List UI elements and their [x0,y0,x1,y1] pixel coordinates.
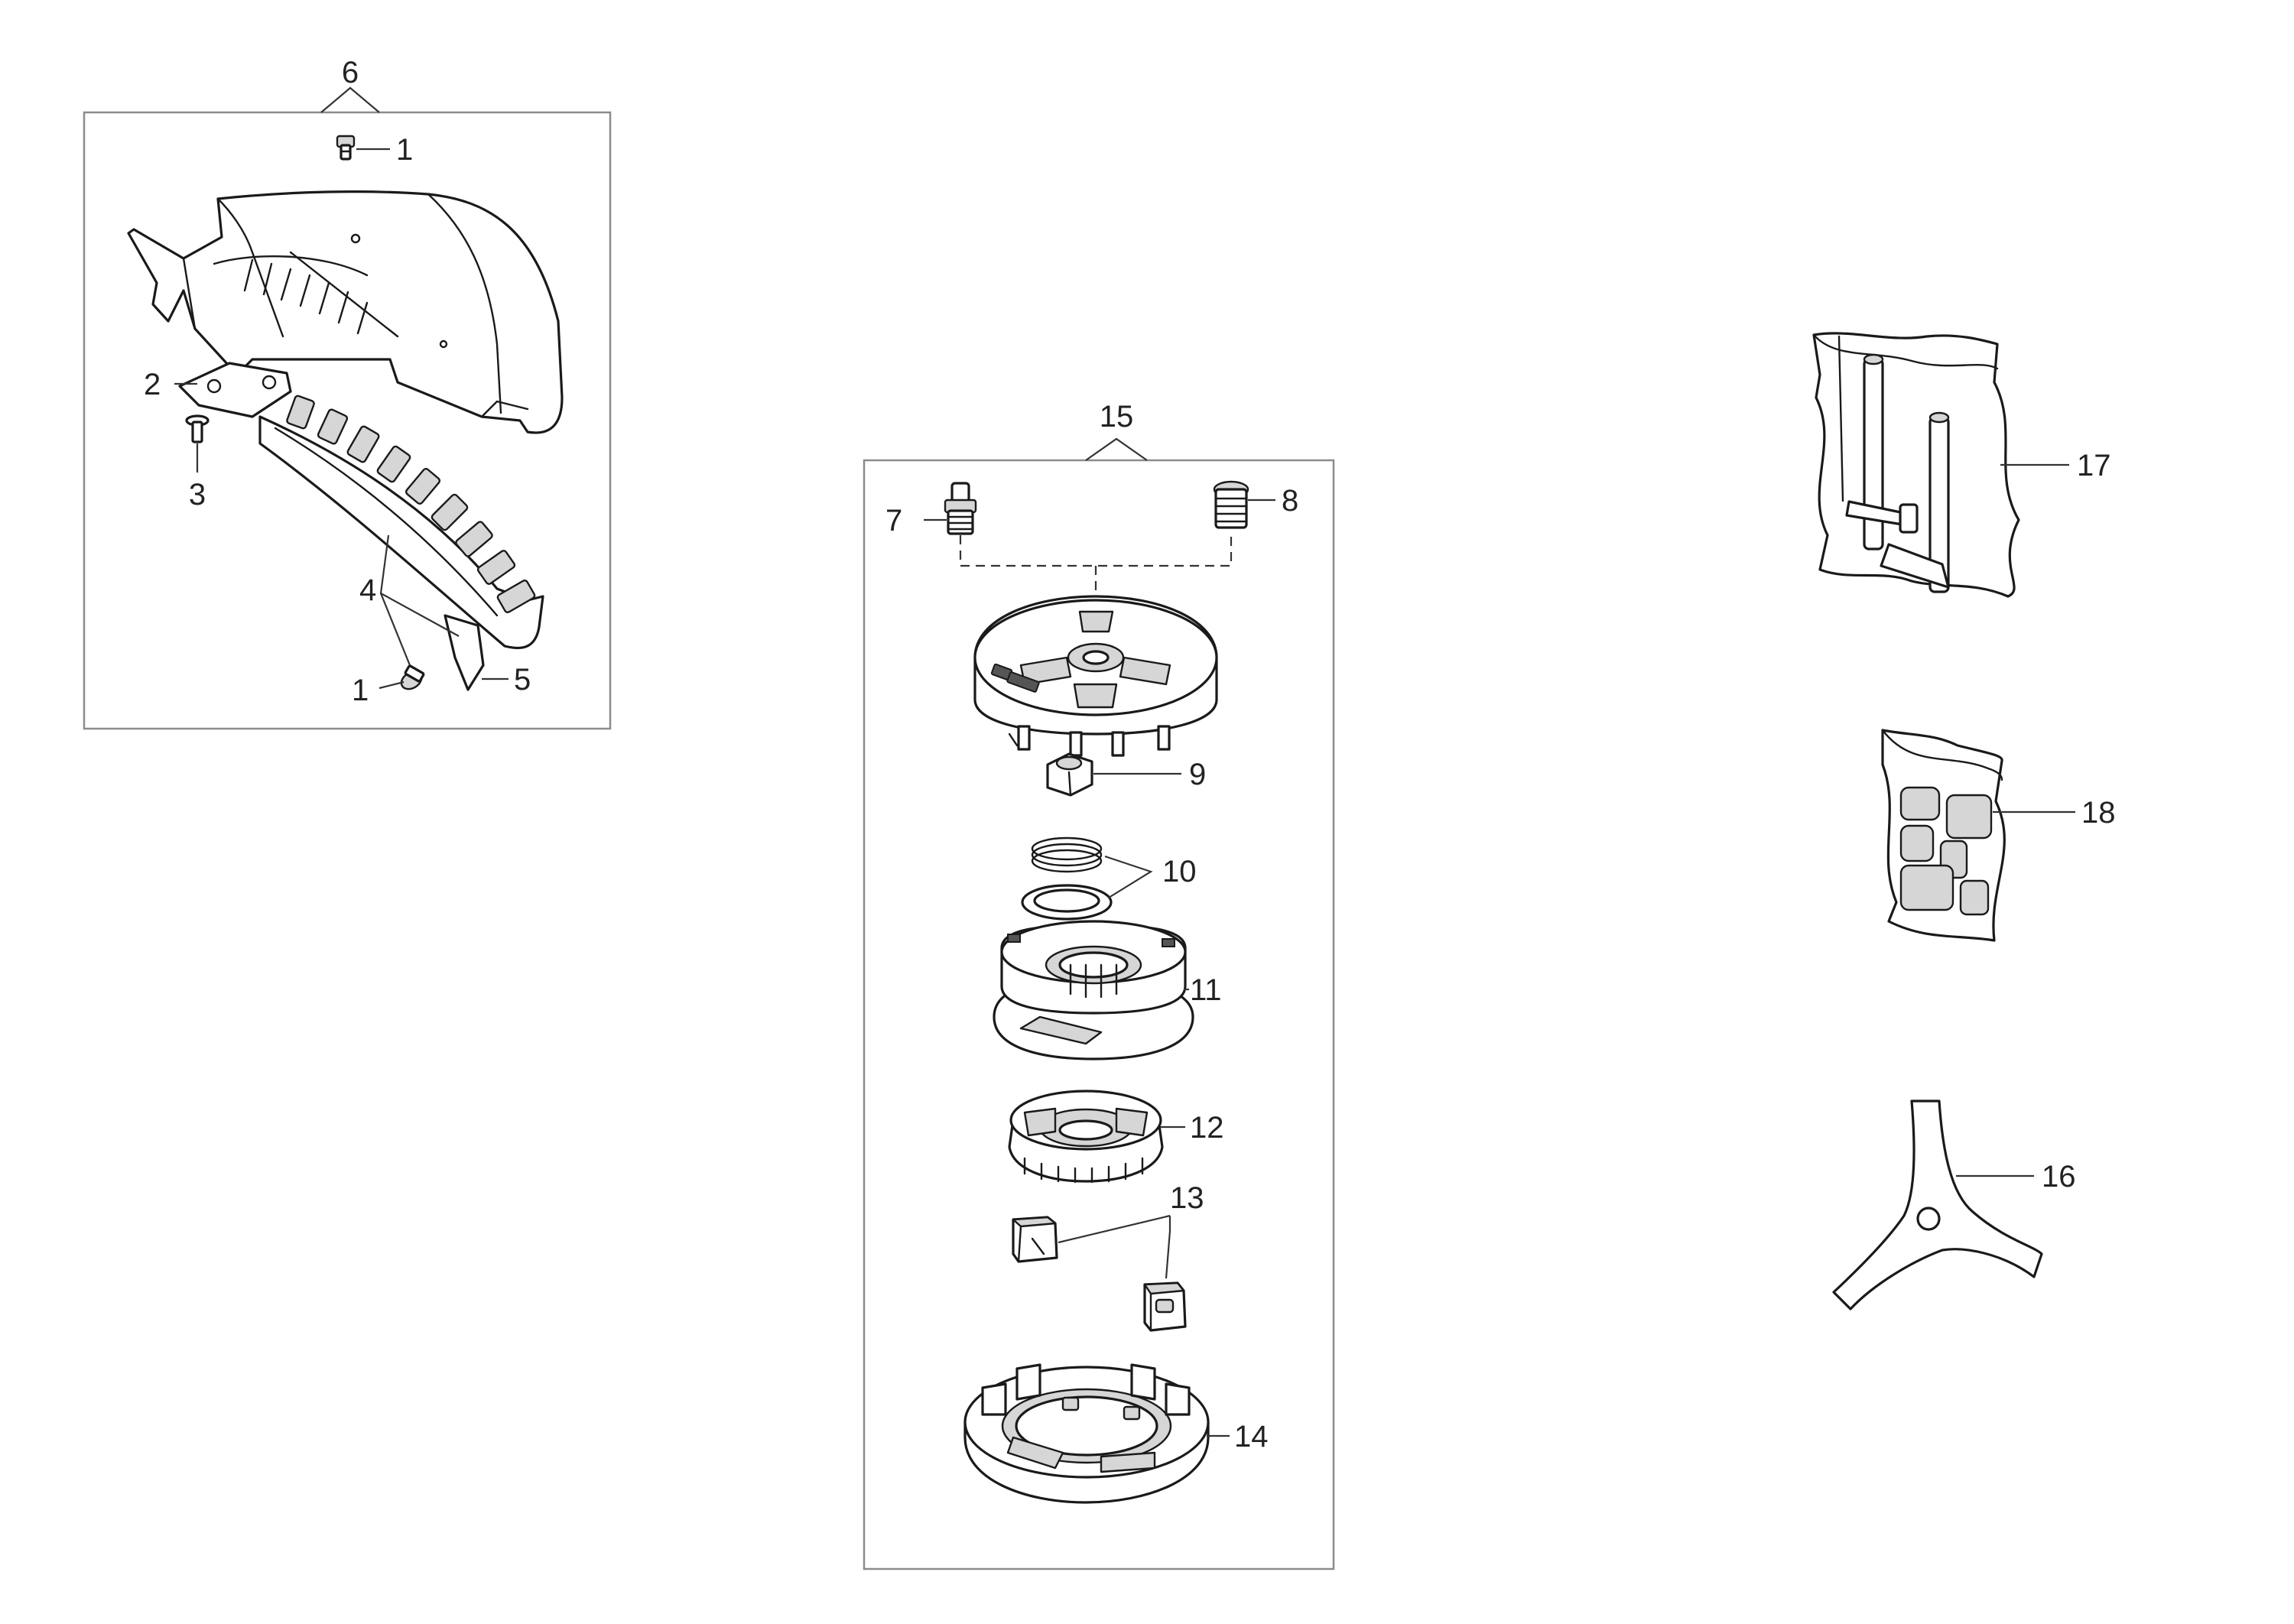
part-eyelet-right [1143,1281,1187,1332]
callout-9: 9 [1189,758,1206,791]
part-eyelet-housing [1008,1090,1164,1184]
part-washer [1021,884,1113,921]
guard-assembly-group: 6 1 [83,56,612,730]
part-spring [1031,836,1103,873]
part-blade-holder [258,395,544,650]
part-head-cover [973,595,1218,757]
callout-11: 11 [1190,973,1222,1007]
callout-7: 7 [885,504,902,538]
callout-10: 10 [1162,855,1197,888]
callout-1-top: 1 [396,133,413,167]
part-screw-top [336,135,356,161]
callout-14: 14 [1234,1420,1269,1453]
part-screw-left [185,414,210,443]
part-adapter-bolt [944,482,977,535]
trimmer-head-box [863,459,1335,1570]
callout-12: 12 [1190,1111,1224,1145]
part-adapter-nut [1213,480,1249,529]
hex-key-pack [1812,332,2020,598]
part-blade [444,614,485,691]
callout-3: 3 [189,478,206,512]
callout-15: 15 [1100,400,1134,434]
three-tooth-blade [1832,1099,2043,1311]
callout-2: 2 [144,368,161,401]
callout-5: 5 [514,663,531,697]
callout-18: 18 [2081,796,2116,830]
callout-4: 4 [359,573,376,607]
callout-6: 6 [342,56,359,89]
part-plate [178,362,292,418]
callout-13: 13 [1170,1181,1204,1215]
callout-8: 8 [1282,484,1298,518]
callout-17: 17 [2077,449,2111,482]
callout-1-bottom: 1 [352,674,369,707]
part-eyelet-left [1012,1216,1058,1263]
part-screw-bottom [400,664,425,690]
part-nut [1046,752,1093,797]
callout-16: 16 [2042,1160,2076,1194]
part-head-base [963,1363,1210,1504]
guard-assembly-box [83,111,612,730]
filter-sheet [1881,729,2006,942]
part-spool [993,920,1194,1060]
trimmer-head-group: 15 7 8 [863,400,1335,1570]
